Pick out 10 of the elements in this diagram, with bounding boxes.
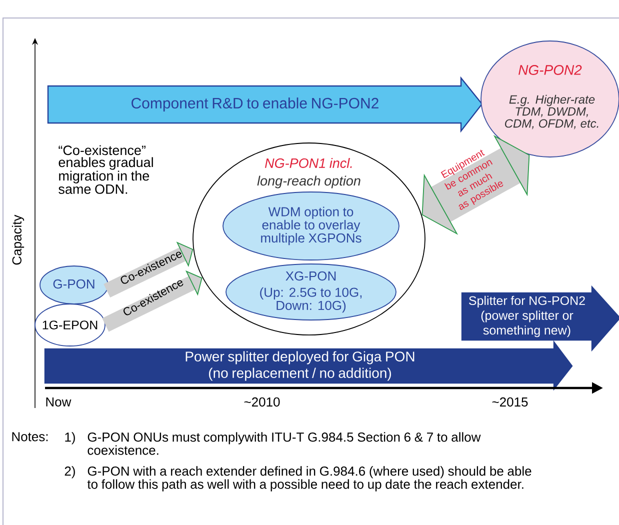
notes-heading: Notes: (12, 432, 48, 442)
axis-label: Capacity (12, 214, 24, 265)
note-number: 1) (65, 432, 75, 444)
node-label: (power splitter or something new) (481, 310, 574, 338)
block-arrow (422, 134, 530, 235)
note-text: “Co-existence” enables gradual migration in the same ODN. (58, 145, 153, 194)
node-label: Splitter for NG-PON2 (469, 296, 585, 308)
note-text: G-PON with a reach extender defined in G.984.6 (where used) should be able to follow this path as well with a possible need to up date the reach extender. (87, 466, 532, 492)
note-number: 2) (64, 466, 75, 478)
note-text: G-PON ONUs must complywith ITU-T G.984.5 Section 6 & 7 to allow coexistence. (88, 432, 481, 455)
